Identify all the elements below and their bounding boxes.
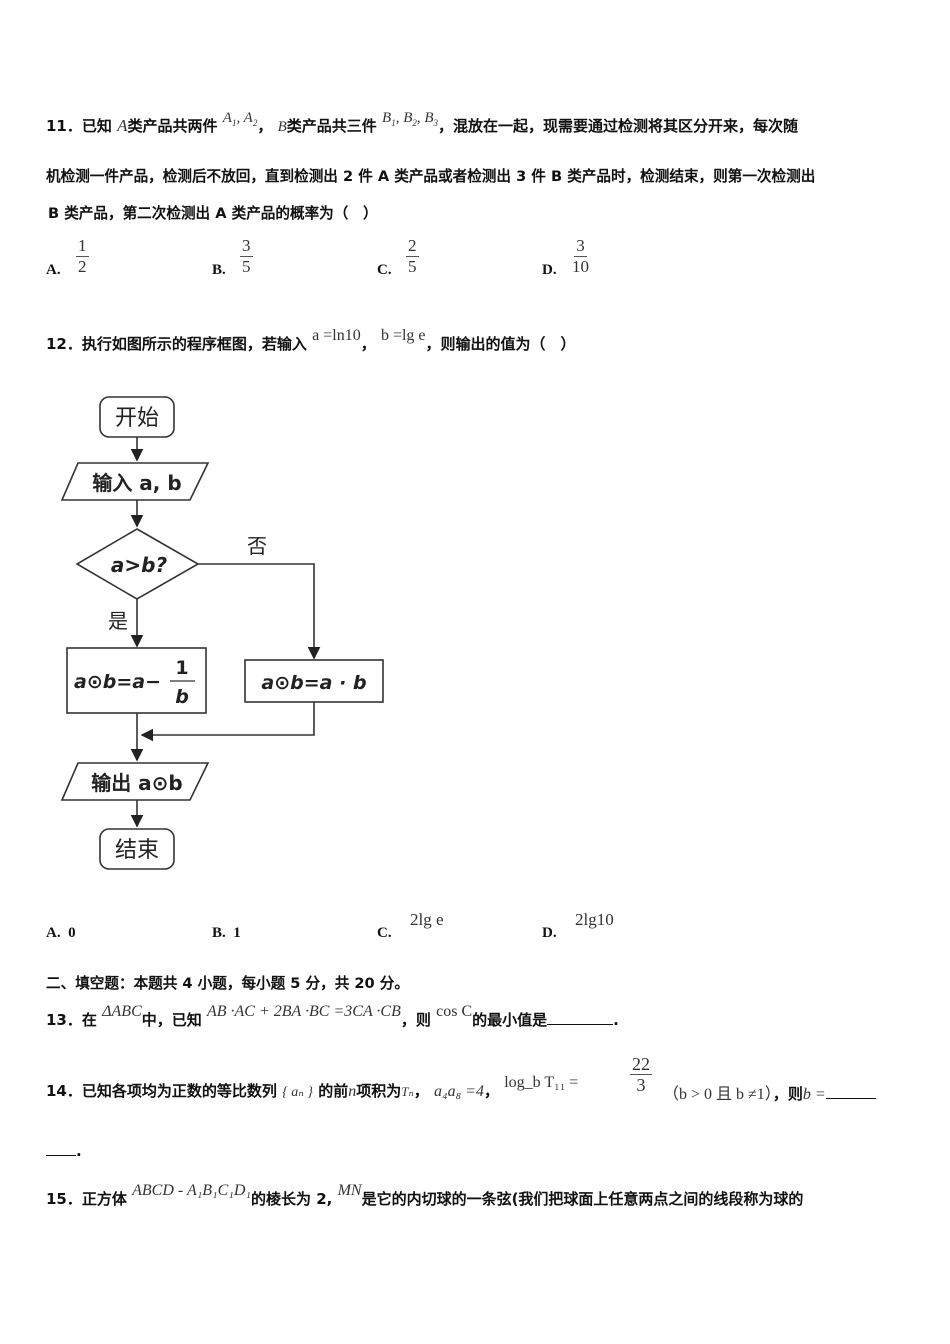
q12-option-d-label: D. xyxy=(542,925,557,941)
flow-no-label: 否 xyxy=(247,534,267,558)
q14-product: a₄a₈ =4 xyxy=(434,1083,484,1100)
flow-end-node xyxy=(99,828,175,870)
q13-cos: cos C xyxy=(436,1003,473,1020)
flow-start-label: 开始 xyxy=(115,406,159,431)
q11-option-c-label: C. xyxy=(377,262,392,278)
flow-end-label: 结束 xyxy=(115,838,159,863)
q12-option-c-label: C. xyxy=(377,925,392,941)
q11-option-a-label: A. xyxy=(46,262,61,278)
flow-output-label: 输出 a⊙b xyxy=(91,771,183,795)
q11-line2: 机检测一件产品，检测后不放回，直到检测出 2 件 A 类产品或者检测出 3 件 … xyxy=(46,168,816,185)
q11-number: 11． xyxy=(46,117,82,135)
q14-blank-continuation: . xyxy=(46,1142,82,1160)
q15-cube: ABCD - A₁B₁C₁D₁ xyxy=(132,1182,251,1199)
q13-equation: AB ·AC + 2BA ·BC =3CA ·CB xyxy=(206,1003,401,1020)
q12-option-d-value: 2lg10 xyxy=(575,910,614,929)
q13-triangle: ΔABC xyxy=(102,1003,142,1020)
flowchart: 开始 输入 a, b a>b? 否 是 a⊙b=a− 1 b a⊙b=a · b… xyxy=(60,396,384,870)
q12-expr-b: b =lg e xyxy=(380,327,426,344)
flow-input-label: 输入 a, b xyxy=(92,471,181,495)
q14-condition: （b > 0 且 b ≠1） xyxy=(663,1086,773,1103)
q12-option-b: B. 1 xyxy=(212,925,241,941)
flow-yes-label: 是 xyxy=(108,609,128,633)
math-B: B xyxy=(277,119,287,135)
q12-line: 12．执行如图所示的程序框图，若输入 a =ln10， b =lg e，则输出的… xyxy=(46,327,576,353)
q13-line: 13．在 ΔABC中，已知 AB ·AC + 2BA ·BC =3CA ·CB，… xyxy=(46,1003,619,1029)
flow-yes-frac-den: b xyxy=(175,686,189,708)
flow-no-formula: a⊙b=a · b xyxy=(261,672,366,694)
flow-decision-label: a>b? xyxy=(111,553,168,577)
q12-option-a: A. 0 xyxy=(46,925,76,941)
q14-line: 14．已知各项均为正数的等比数列 { aₙ } 的前n项积为Tₙ， a₄a₈ =… xyxy=(46,1074,579,1100)
q11-option-d-label: D. xyxy=(542,262,557,278)
q14-sequence: { aₙ } xyxy=(282,1085,313,1100)
flow-yes-frac-num: 1 xyxy=(175,657,188,679)
q11-line3: B 类产品，第二次检测出 A 类产品的概率为（ ） xyxy=(48,205,378,222)
q13-answer-blank xyxy=(547,1024,614,1025)
math-A1A2: A1, A2 xyxy=(222,110,258,128)
q12-expr-a: a =ln10 xyxy=(312,327,361,344)
q13-number: 13． xyxy=(46,1011,82,1029)
q15-number: 15． xyxy=(46,1190,82,1208)
flow-input-node xyxy=(60,462,210,501)
q14-answer-blank xyxy=(825,1098,876,1099)
q14-log: log_b T₁₁ = xyxy=(504,1074,579,1091)
q15-mn: MN xyxy=(337,1182,362,1199)
section-heading: 二、填空题：本题共 4 小题，每小题 5 分，共 20 分。 xyxy=(46,975,409,992)
math-B1B2B3: B1, B2, B3 xyxy=(382,110,439,128)
q12-option-c-value: 2lg e xyxy=(410,910,444,929)
math-A: A xyxy=(117,116,128,135)
q15-line: 15．正方体 ABCD - A₁B₁C₁D₁的棱长为 2, MN是它的内切球的一… xyxy=(46,1182,804,1208)
flow-yes-formula: a⊙b=a− xyxy=(74,671,161,693)
flow-output-node xyxy=(60,762,210,801)
q11-option-b-label: B. xyxy=(212,262,226,278)
q14-number: 14． xyxy=(46,1082,82,1100)
q11-line1: 11．已知 A类产品共两件 A1, A2， B类产品共三件 B1, B2, B3… xyxy=(46,110,799,135)
q12-number: 12． xyxy=(46,335,82,353)
q14-condition-line: （b > 0 且 b ≠1），则b = xyxy=(663,1080,876,1104)
